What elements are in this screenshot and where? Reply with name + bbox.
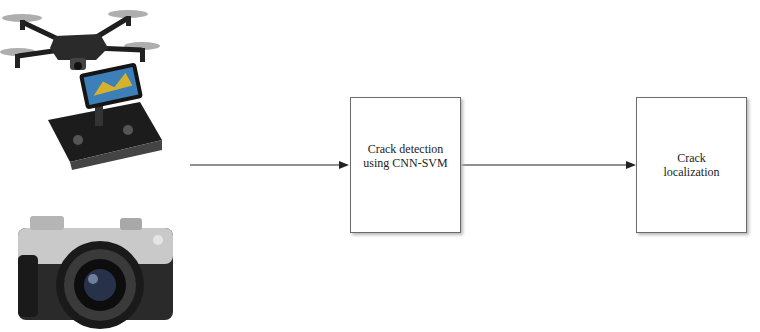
box-label: Crack localization xyxy=(655,151,729,179)
camera-picture xyxy=(18,216,173,329)
flow-arrow xyxy=(461,161,636,169)
box-text-group: Crack detection using CNN-SVM xyxy=(360,142,452,170)
box-text-group: Crack localization xyxy=(655,151,729,179)
drone-picture xyxy=(0,10,162,170)
process-box: Crack localization xyxy=(636,97,747,233)
process-box: Crack detection using CNN-SVM xyxy=(350,97,461,233)
box-label: Crack detection using CNN-SVM xyxy=(360,142,452,170)
input-arrow xyxy=(190,161,349,169)
